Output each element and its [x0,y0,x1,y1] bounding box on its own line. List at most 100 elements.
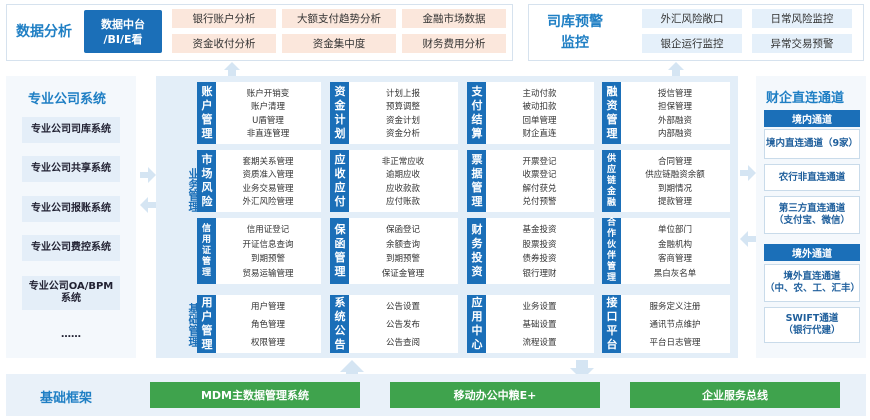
module-item[interactable]: 非正常应收 [381,157,425,167]
module-card[interactable] [197,295,321,353]
module-item[interactable]: 主动付款 [522,89,557,99]
overseas-channel-item[interactable]: 境外直连通道 （中、农、工、汇丰） [764,264,860,302]
alert-chip[interactable]: 外汇风险敞口 [642,9,742,28]
module-item[interactable]: 开证信息查询 [242,239,294,250]
data-middle-platform-box[interactable]: 数据中台 /BI/E看 [84,10,162,53]
module-card[interactable] [602,218,730,284]
module-item[interactable]: 权限管理 [250,338,285,348]
module-card[interactable] [330,295,458,353]
module-item[interactable]: 计划上报 [385,89,420,99]
alert-chip[interactable]: 银企运行监控 [642,34,742,53]
module-item[interactable]: 金融机构 [657,239,692,250]
module-card[interactable] [602,295,730,353]
module-item[interactable]: 提款管理 [657,196,692,207]
module-item[interactable]: 到期情况 [657,183,692,194]
module-item[interactable]: 基础设置 [522,320,557,330]
professional-system-item[interactable]: 专业公司OA/BPM 系统 [22,276,120,310]
module-item[interactable]: 逾期应收 [385,170,420,181]
module-item[interactable]: 应收款款 [385,183,420,194]
overseas-channel-item[interactable]: SWIFT通道 （银行代建） [764,307,860,343]
module-item[interactable]: 到期预警 [385,254,420,265]
module-item[interactable]: 银行理财 [522,268,557,279]
module-item[interactable]: 平台日志管理 [649,338,701,348]
module-item[interactable]: 非直连管理 [246,128,290,139]
domestic-channel-item[interactable]: 境内直连通道（9家） [764,129,860,159]
module-item[interactable]: 外部融资 [657,115,692,126]
domestic-channel-item[interactable]: 第三方直连通道 （支付宝、微信） [764,196,860,234]
analysis-chip[interactable]: 金融市场数据 [402,9,506,28]
module-item[interactable]: 回单管理 [522,115,557,126]
alert-chip[interactable]: 日常风险监控 [752,9,852,28]
module-item[interactable]: 公告发布 [385,320,420,330]
module-item[interactable]: 解付获兑 [522,183,557,194]
module-item[interactable]: 套期关系管理 [242,157,294,167]
module-item[interactable]: 余额查询 [385,239,420,250]
module-card[interactable] [467,150,594,212]
module-item[interactable]: 兑付预警 [522,196,557,207]
module-item[interactable]: 黑白灰名单 [653,268,697,279]
module-item[interactable]: 担保管理 [657,102,692,113]
module-item[interactable]: 账户开销变 [246,89,290,99]
module-card[interactable] [467,82,594,144]
module-item[interactable]: 股票投资 [522,239,557,250]
module-item[interactable]: 单位部门 [657,225,692,235]
module-item[interactable]: 信用证登记 [246,225,290,235]
module-item[interactable]: 角色管理 [250,320,285,330]
module-item[interactable]: 预算调整 [385,102,420,113]
module-card[interactable] [330,82,458,144]
analysis-chip[interactable]: 资金收付分析 [172,34,276,53]
analysis-chip[interactable]: 财务费用分析 [402,34,506,53]
module-item[interactable]: 公告查阅 [385,338,420,348]
module-item[interactable]: 内部融资 [657,128,692,139]
module-item[interactable]: 通讯节点维护 [649,320,701,330]
module-card[interactable] [197,218,321,284]
module-item[interactable]: 应付账款 [385,196,420,207]
module-item[interactable]: 业务交易管理 [242,183,294,194]
module-item[interactable]: 账户清理 [250,102,285,113]
module-card[interactable] [197,82,321,144]
module-item[interactable]: 基金投资 [522,225,557,235]
domestic-channel-item[interactable]: 农行非直连通道 [764,164,860,191]
framework-bar[interactable]: 企业服务总线 [630,382,840,408]
module-card[interactable] [467,295,594,353]
module-item[interactable]: 到期预警 [250,254,285,265]
alert-chip[interactable]: 异常交易预警 [752,34,852,53]
module-item[interactable]: 合同管理 [657,157,692,167]
module-item[interactable]: 保函登记 [385,225,420,235]
module-item[interactable]: 公告设置 [385,302,420,312]
module-card[interactable] [602,82,730,144]
module-card[interactable] [602,150,730,212]
module-item[interactable]: 客商管理 [657,254,692,265]
module-card[interactable] [467,218,594,284]
module-card[interactable] [197,150,321,212]
framework-bar[interactable]: MDM主数据管理系统 [150,382,360,408]
module-item[interactable]: 被动扣款 [522,102,557,113]
module-item[interactable]: 开票登记 [522,157,557,167]
professional-system-item[interactable]: 专业公司共享系统 [22,156,120,182]
module-item[interactable]: 财企直连 [522,128,557,139]
module-item[interactable]: 外汇风险管理 [242,196,294,207]
analysis-chip[interactable]: 资金集中度 [282,34,396,53]
module-item[interactable]: 服务定义注册 [649,302,701,312]
module-item[interactable]: 授信管理 [657,89,692,99]
module-card[interactable] [330,150,458,212]
module-item[interactable]: 保证金管理 [381,268,425,279]
module-item[interactable]: 资金计划 [385,115,420,126]
professional-system-item[interactable]: …… [61,329,81,340]
analysis-chip[interactable]: 银行账户分析 [172,9,276,28]
professional-system-item[interactable]: 专业公司司库系统 [22,117,120,143]
module-item[interactable]: 流程设置 [522,338,557,348]
module-item[interactable]: 用户管理 [250,302,285,312]
professional-system-item[interactable]: 专业公司费控系统 [22,235,120,261]
module-item[interactable]: 收票登记 [522,170,557,181]
module-item[interactable]: 债券投资 [522,254,557,265]
professional-system-item[interactable]: 专业公司报账系统 [22,196,120,222]
module-item[interactable]: 资质准入管理 [242,170,294,181]
module-item[interactable]: 贸易运输管理 [242,268,294,279]
module-item[interactable]: U盾管理 [252,115,284,126]
analysis-chip[interactable]: 大额支付趋势分析 [282,9,396,28]
module-item[interactable]: 业务设置 [522,302,557,312]
module-card[interactable] [330,218,458,284]
module-item[interactable]: 资金分析 [385,128,420,139]
framework-bar[interactable]: 移动办公中粮E+ [390,382,600,408]
